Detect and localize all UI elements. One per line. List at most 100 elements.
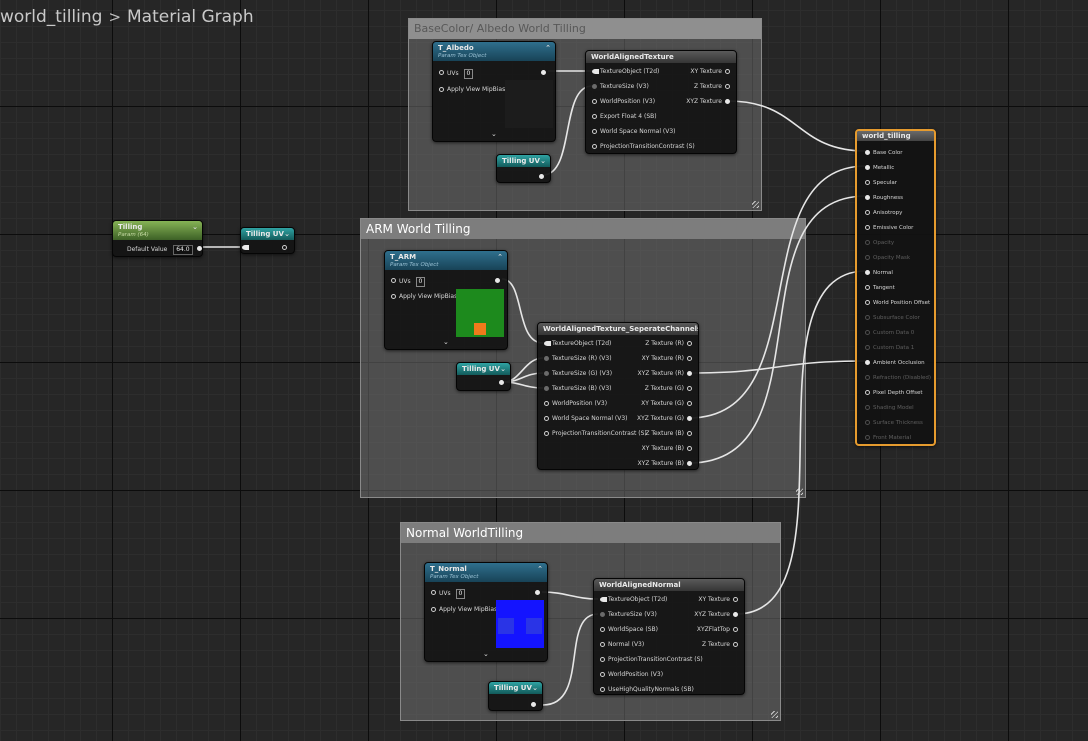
chevron-down-icon[interactable]: ⌄ [284,230,290,238]
output-pin-icon[interactable] [687,356,692,361]
world-aligned-texture-separate-channels-node[interactable]: WorldAlignedTexture_SeperateChannels Tex… [537,322,699,470]
uvs-pin[interactable]: UVs 0 [439,69,474,79]
chevron-down-icon[interactable]: ⌄ [192,223,198,231]
output-pin-xyzflattop[interactable]: XYZFlatTop [697,626,738,634]
output-pin-icon[interactable] [539,174,544,179]
result-pin-normal[interactable]: Normal [865,269,893,277]
input-pin-icon[interactable] [391,294,396,299]
output-pin-icon[interactable] [196,246,202,251]
mipbias-pin[interactable]: Apply View MipBias [391,293,457,301]
input-pin-texturesize-b-v3[interactable]: TextureSize (B) (V3) [544,385,612,393]
input-pin-texturesize-v3[interactable]: TextureSize (V3) [600,611,657,619]
input-pin-texturesize-g-v3[interactable]: TextureSize (G) (V3) [544,370,612,378]
input-pin-icon[interactable] [391,278,396,283]
output-pin-z-texture-b[interactable]: Z Texture (B) [645,430,692,438]
comment-normal-title[interactable]: Normal WorldTilling [401,523,780,543]
output-pin-icon[interactable] [725,99,730,104]
input-pin-icon[interactable] [865,300,870,305]
output-pin-icon[interactable] [687,386,692,391]
resize-handle[interactable] [771,711,778,718]
output-pin-icon[interactable] [687,341,692,346]
input-pin-icon[interactable] [592,99,597,104]
input-pin-world-space-normal-v3[interactable]: World Space Normal (V3) [544,415,628,423]
input-pin-icon[interactable] [544,416,549,421]
input-pin-icon[interactable] [544,356,549,361]
output-pin-icon[interactable] [282,245,287,250]
output-pin-icon[interactable] [733,642,738,647]
chevron-down-icon[interactable]: ⌄ [532,684,538,692]
chevron-down-icon[interactable]: ⌄ [500,365,506,373]
input-pin-icon[interactable] [242,245,249,250]
output-pin-icon[interactable] [531,702,536,707]
texture-pin-icon[interactable] [600,597,607,602]
output-pin-z-texture-g[interactable]: Z Texture (G) [645,385,692,393]
output-pin-icon[interactable] [687,461,692,466]
output-pin-xyz-texture-b[interactable]: XYZ Texture (B) [638,460,692,468]
output-pin-icon[interactable] [541,70,546,75]
resize-handle[interactable] [752,201,759,208]
breadcrumb-asset[interactable]: world_tilling [0,7,103,27]
input-pin-icon[interactable] [439,87,444,92]
resize-handle[interactable] [796,488,803,495]
result-pin-roughness[interactable]: Roughness [865,194,903,202]
chevron-up-icon[interactable]: ⌃ [497,253,503,261]
chevron-up-icon[interactable]: ⌃ [537,565,543,573]
world-aligned-normal-node[interactable]: WorldAlignedNormal TextureObject (T2d)Te… [593,578,745,695]
input-pin-icon[interactable] [600,642,605,647]
input-pin-icon[interactable] [544,401,549,406]
comment-basecolor-title[interactable]: BaseColor/ Albedo World Tilling [409,19,761,39]
chevron-down-icon[interactable]: ⌄ [540,157,546,165]
output-pin-icon[interactable] [687,446,692,451]
input-pin-icon[interactable] [544,431,549,436]
t-arm-header[interactable]: T_ARM Param Tex Object ⌃ [385,251,507,270]
uvs-pin[interactable]: UVs 0 [431,589,466,599]
input-pin-icon[interactable] [865,270,870,275]
input-pin-world-space-normal-v3[interactable]: World Space Normal (V3) [592,128,676,136]
wat-header[interactable]: WorldAlignedTexture [586,51,736,63]
output-pin-xyz-texture-r[interactable]: XYZ Texture (R) [637,370,692,378]
result-pin-base-color[interactable]: Base Color [865,149,903,157]
output-pin-icon[interactable] [535,590,540,595]
output-pin-z-texture-r[interactable]: Z Texture (R) [645,340,692,348]
input-pin-usehighqualitynormals-sb[interactable]: UseHighQualityNormals (SB) [600,686,694,694]
output-pin-z-texture[interactable]: Z Texture [702,641,738,649]
output-pin-icon[interactable] [733,627,738,632]
input-pin-icon[interactable] [865,285,870,290]
t-arm-node[interactable]: T_ARM Param Tex Object ⌃ UVs 0 Apply Vie… [384,250,508,350]
output-pin-icon[interactable] [687,416,692,421]
output-pin-icon[interactable] [725,84,730,89]
input-pin-icon[interactable] [592,144,597,149]
input-pin-projectiontransitioncontrast-s[interactable]: ProjectionTransitionContrast (S) [600,656,703,664]
input-pin-projectiontransitioncontrast-s[interactable]: ProjectionTransitionContrast (S) [592,143,695,151]
chevron-down-icon[interactable]: ⌄ [483,650,489,658]
result-header[interactable]: world_tilling [857,131,934,141]
output-pin-xy-texture[interactable]: XY Texture [698,596,738,604]
param-tilling-node[interactable]: Tilling Param (64) ⌄ Default Value 64.0 [112,220,203,257]
output-pin-icon[interactable] [733,597,738,602]
input-pin-icon[interactable] [600,612,605,617]
output-pin-xyz-texture-g[interactable]: XYZ Texture (G) [637,415,692,423]
output-pin-icon[interactable] [687,371,692,376]
input-pin-icon[interactable] [600,672,605,677]
tilling-uv-node[interactable]: Tilling UV ⌄ [496,154,551,183]
tilling-uv-header[interactable]: Tilling UV ⌄ [489,682,542,694]
input-pin-icon[interactable] [600,627,605,632]
result-pin-emissive-color[interactable]: Emissive Color [865,224,913,232]
input-pin-icon[interactable] [592,114,597,119]
output-pin-icon[interactable] [733,612,738,617]
result-pin-specular[interactable]: Specular [865,179,897,187]
output-pin-xy-texture-r[interactable]: XY Texture (R) [642,355,692,363]
input-pin-worldspace-sb[interactable]: WorldSpace (SB) [600,626,658,634]
input-pin-icon[interactable] [865,165,870,170]
output-pin-icon[interactable] [687,401,692,406]
tilling-uv-header[interactable]: Tilling UV ⌄ [241,228,294,240]
chevron-down-icon[interactable]: ⌄ [491,130,497,138]
output-pin-icon[interactable] [725,69,730,74]
input-pin-normal-v3[interactable]: Normal (V3) [600,641,644,649]
input-pin-icon[interactable] [865,180,870,185]
output-pin-icon[interactable] [495,278,500,283]
input-pin-icon[interactable] [544,386,549,391]
t-normal-header[interactable]: T_Normal Param Tex Object ⌃ [425,563,547,582]
input-pin-icon[interactable] [431,607,436,612]
breadcrumb-graph[interactable]: Material Graph [127,7,254,27]
